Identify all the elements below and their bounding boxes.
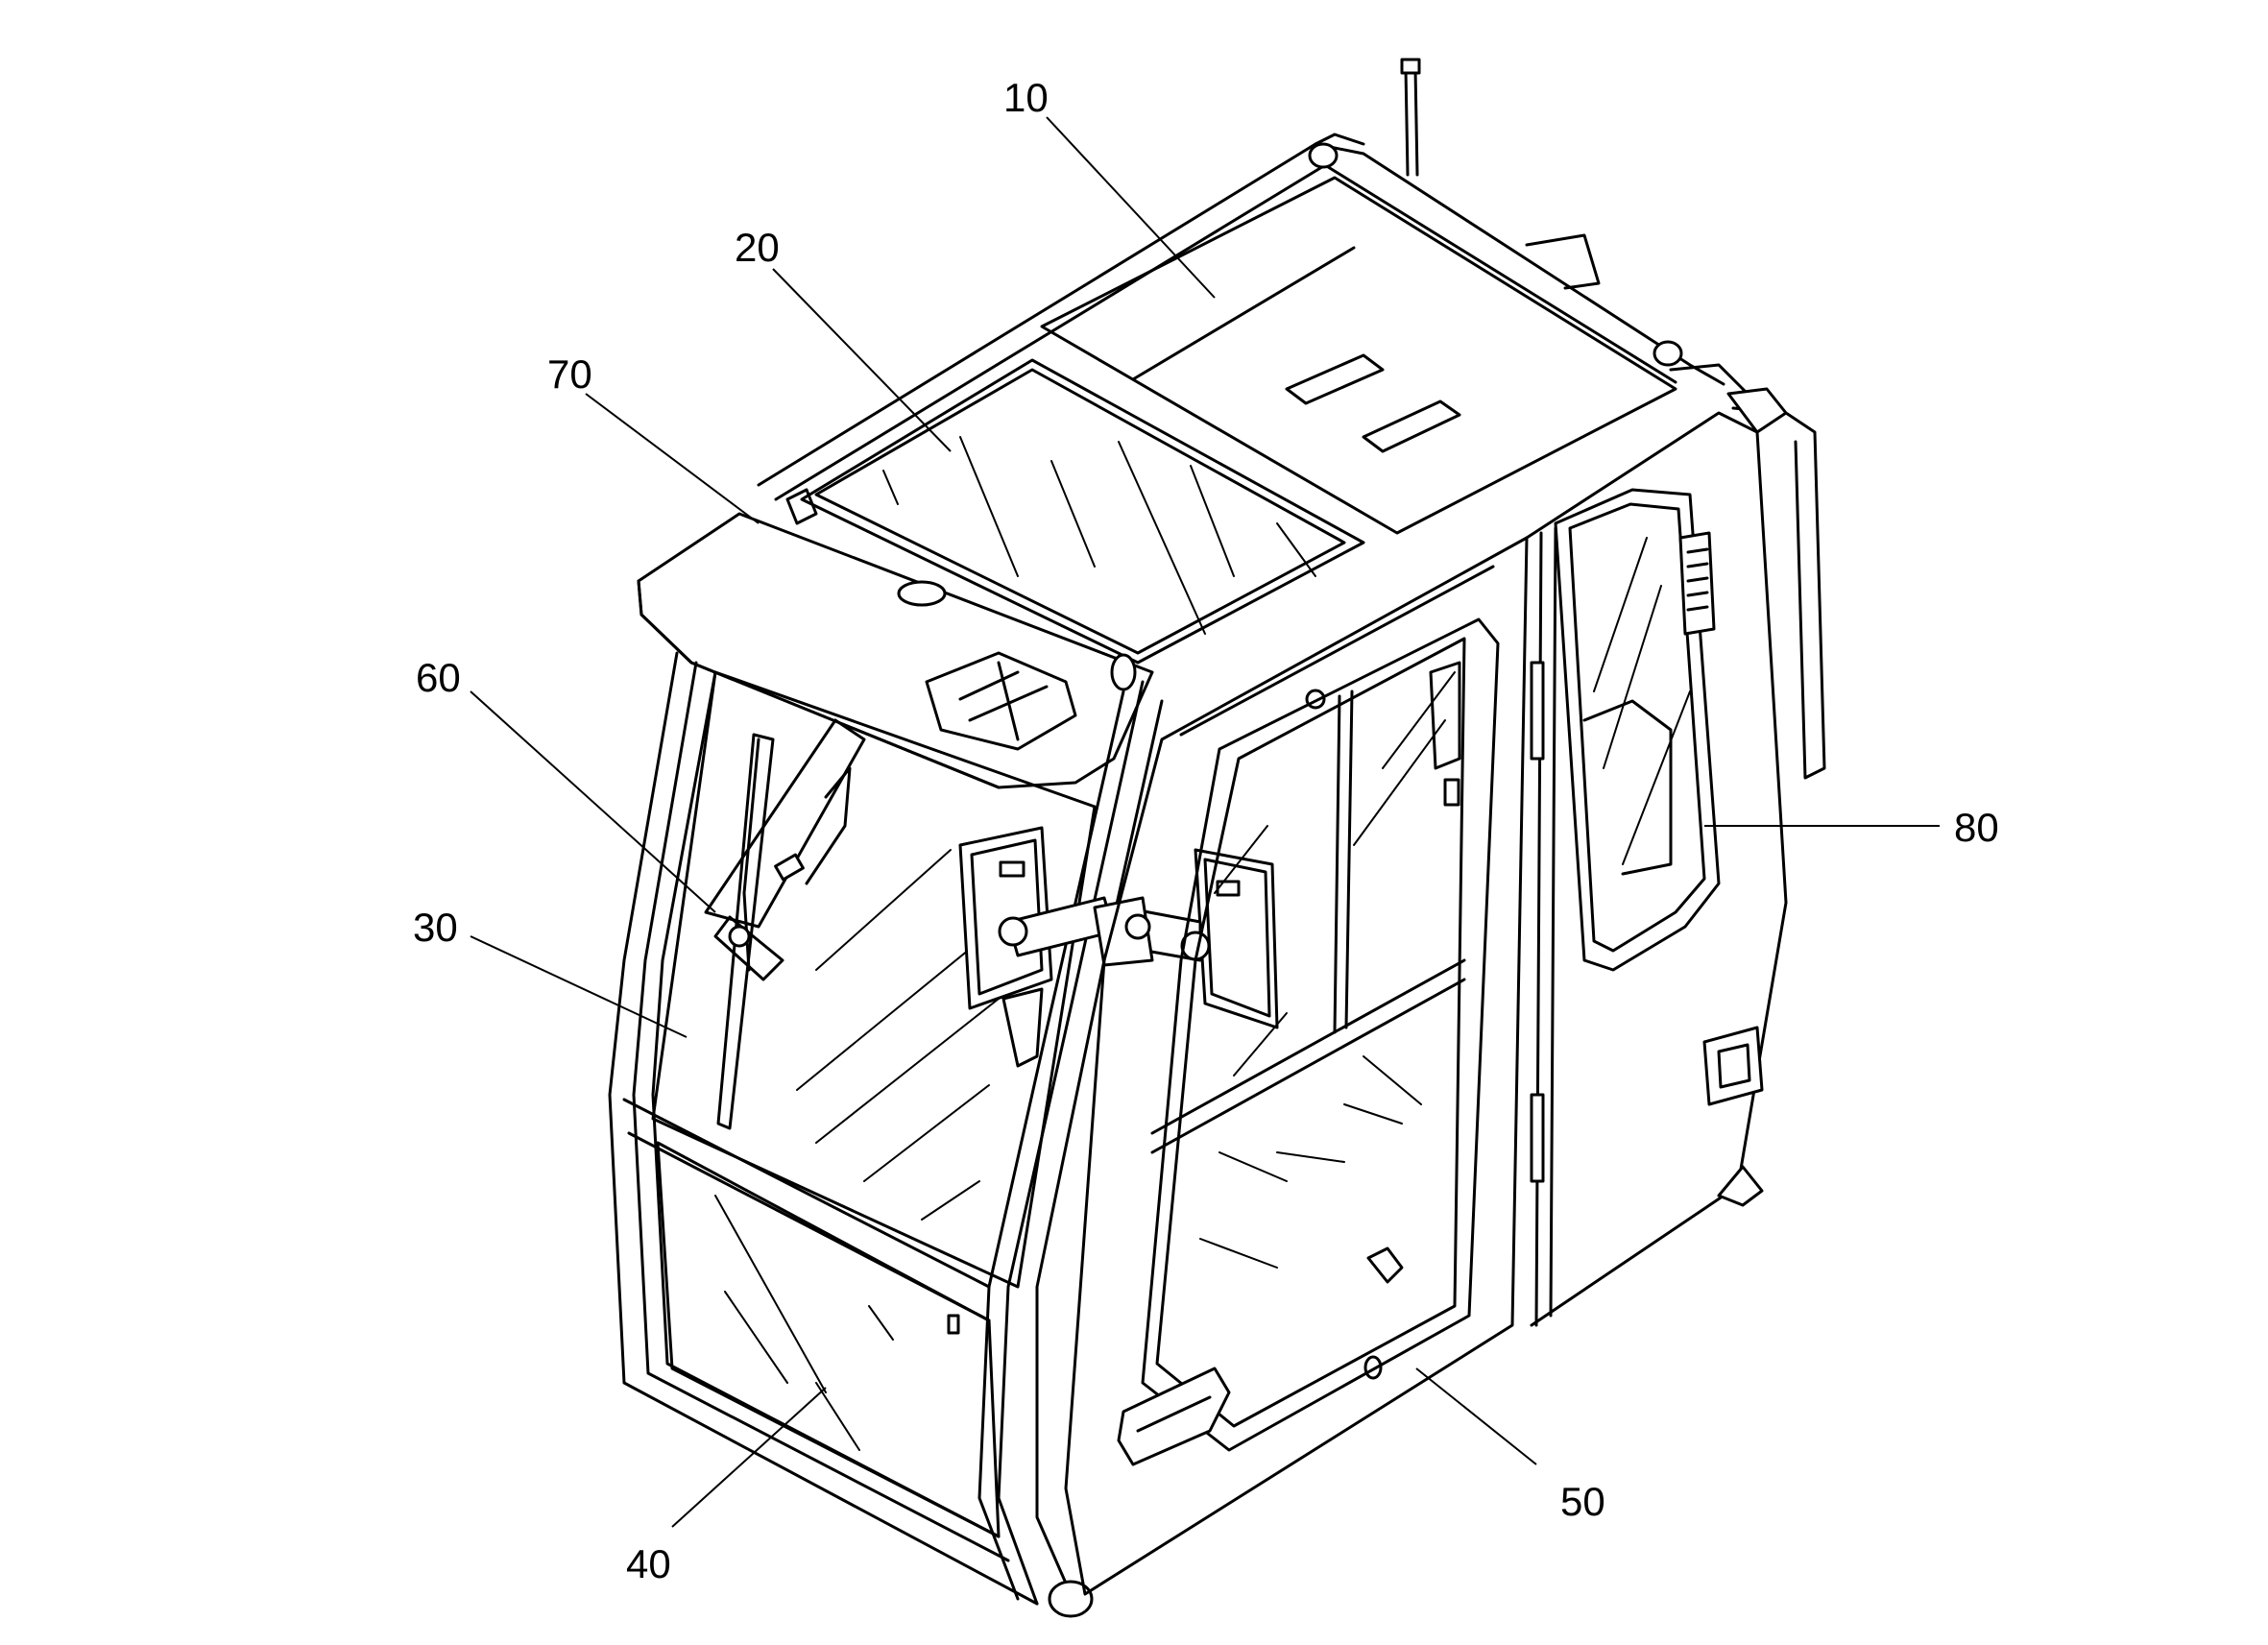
sun-visor — [637, 488, 1154, 789]
door-mirror — [1093, 848, 1279, 1029]
front-lower-glass — [656, 1141, 1001, 1538]
antenna — [1400, 58, 1421, 177]
callout-40: 40 — [626, 1541, 671, 1586]
callout-60: 60 — [416, 655, 461, 700]
roof-panel — [1040, 142, 1683, 535]
crossbar — [622, 1098, 991, 1322]
callout-70: 70 — [547, 351, 592, 397]
callout-80: 80 — [1954, 805, 1999, 850]
leader-10 — [1046, 116, 1216, 299]
leader-50 — [1415, 1367, 1537, 1465]
callout-50: 50 — [1560, 1479, 1605, 1524]
cab-drawing — [608, 58, 1826, 1618]
callout-10: 10 — [1003, 75, 1049, 120]
front-pillar — [977, 680, 1164, 1618]
side-wall — [1525, 387, 1826, 1327]
roof-frame — [757, 133, 1749, 501]
leader-20 — [772, 268, 952, 452]
callout-30: 30 — [413, 905, 458, 950]
leader-60 — [470, 690, 716, 913]
door — [1064, 536, 1529, 1596]
leader-30 — [470, 935, 688, 1038]
callout-20: 20 — [735, 225, 780, 270]
roof-glass — [800, 358, 1365, 665]
leader-40 — [671, 1387, 827, 1528]
front-upper-glass — [651, 670, 1097, 1289]
callout-labels: 10 20 70 60 30 40 50 80 — [413, 75, 1999, 1586]
leader-70 — [585, 393, 760, 524]
wiper — [704, 718, 866, 1130]
left-mirror — [958, 826, 1116, 1068]
leader-lines — [470, 116, 1940, 1528]
